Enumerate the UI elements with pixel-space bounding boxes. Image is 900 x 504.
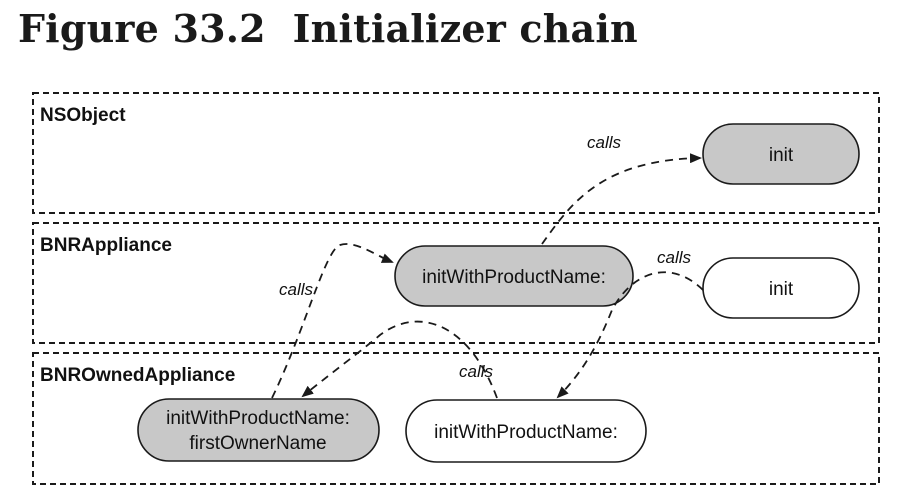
appliance-init-with-product-name-label: initWithProductName: — [422, 267, 606, 288]
figure-title: Figure 33.2 Initializer chain — [18, 6, 638, 51]
calls-arrow-to-appliance-init-with-product-name — [271, 243, 394, 399]
owned-init-with-product-name-label: initWithProductName: — [434, 422, 618, 443]
appliance-init-node: init — [702, 257, 860, 319]
owned-init-with-owner-label-line1: initWithProductName: — [166, 408, 350, 429]
bnr-owned-appliance-class-label: BNROwnedAppliance — [40, 365, 235, 386]
appliance-init-with-product-name-node: initWithProductName: — [394, 245, 634, 307]
calls-label-to-owned-init-with-product-name: calls — [657, 248, 692, 267]
calls-label-to-owned-init-with-owner: calls — [459, 362, 494, 381]
calls-label-to-nsobject-init: calls — [587, 133, 622, 152]
calls-arrow-to-owned-init-with-product-name — [556, 271, 704, 399]
owned-init-with-owner-label-line2: firstOwnerName — [189, 433, 326, 454]
calls-arrow-to-nsobject-init — [541, 153, 702, 245]
bnr-appliance-class-label: BNRAppliance — [40, 235, 172, 256]
owned-init-with-product-name-node: initWithProductName: — [405, 399, 647, 463]
owned-init-with-owner-node: initWithProductName: firstOwnerName — [137, 398, 380, 462]
bnr-appliance-class-box — [32, 222, 880, 344]
appliance-init-label: init — [769, 279, 794, 300]
calls-label-to-appliance-init-with-product-name: calls — [279, 280, 314, 299]
calls-arrow-to-owned-init-with-owner — [301, 320, 498, 399]
bnr-owned-appliance-class-box — [32, 352, 880, 485]
nsobject-init-node: init — [702, 123, 860, 185]
nsobject-init-label: init — [769, 145, 794, 166]
nsobject-class-label: NSObject — [40, 105, 126, 126]
nsobject-class-box — [32, 92, 880, 214]
